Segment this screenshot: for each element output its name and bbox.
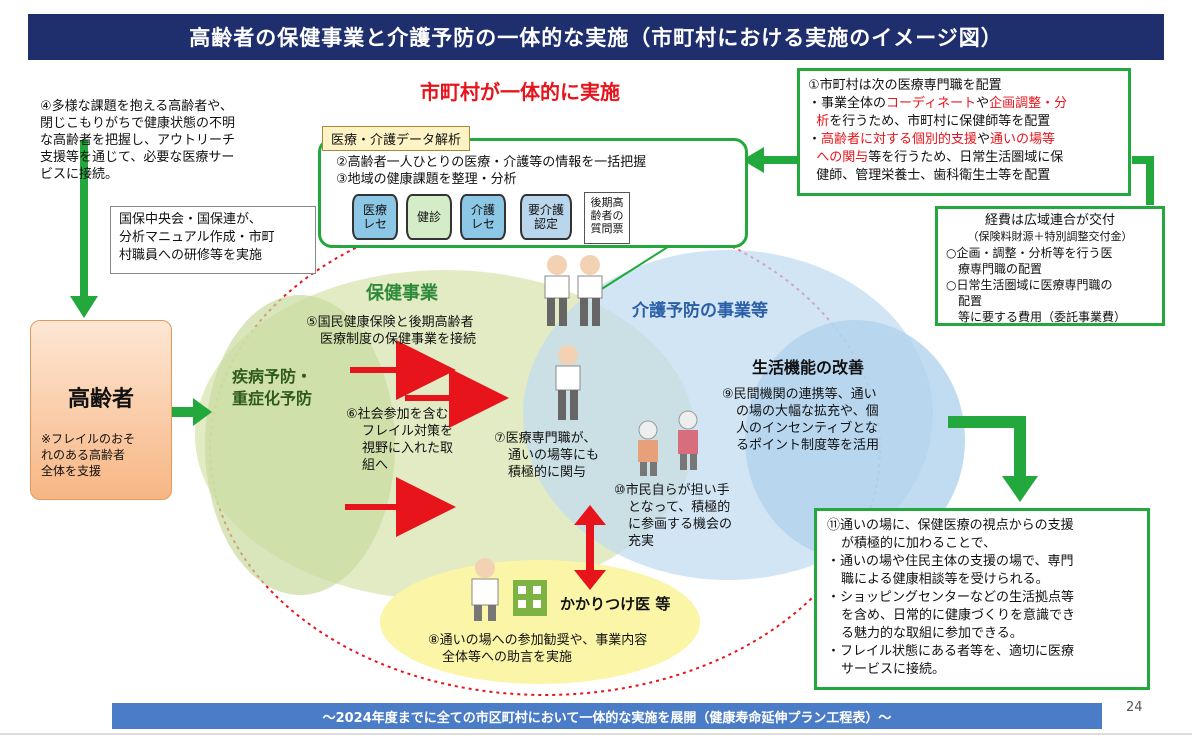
- analysis-item-2: ②高齢者一人ひとりの医療・介護等の情報を一括把握: [336, 155, 647, 170]
- elderly-note: ※フレイルのおそれのある高齢者全体を支援: [41, 432, 136, 478]
- note-8: ⑧通いの場への参加勧奨や、事業内容全体等への助言を実施: [428, 633, 648, 665]
- page-number: 24: [1126, 700, 1143, 715]
- bottom-divider: [0, 733, 1192, 735]
- life-function-title: 生活機能の改善: [752, 358, 865, 377]
- national-note-box: 国保中央会・国保連が、分析マニュアル作成・市町村職員への研修等を実施: [110, 206, 316, 274]
- page-title: 高齢者の保健事業と介護予防の一体的な実施（市町村における実施のイメージ図）: [28, 14, 1164, 60]
- family-doctor-label: かかりつけ医 等: [560, 595, 671, 613]
- note-10: ⑩市民自らが担い手となって、積極的に参画する機会の充実: [614, 483, 733, 549]
- cylinder-medical-receipt: 医療 レセ: [352, 194, 398, 240]
- health-program-label: 保健事業: [366, 283, 438, 304]
- note-1-box: ①市町村は次の医療専門職を配置 ・事業全体のコーディネートや企画調整・分 析を行…: [797, 68, 1131, 196]
- note-7: ⑦医療専門職が、通いの場等にも積極的に関与: [494, 431, 600, 480]
- note-5: ⑤国民健康保険と後期高齢者医療制度の保健事業を接続: [306, 315, 477, 347]
- arrow-elderly-right: [193, 398, 212, 426]
- cylinder-checkup: 健診: [406, 194, 452, 240]
- cylinder-care-receipt: 介護 レセ: [460, 194, 506, 240]
- note-9: ⑨民間機関の連携等、通いの場の大幅な拡充や、個人のインセンティブとなるポイント制…: [722, 387, 880, 453]
- funding-box: 経費は広域連合が交付 （保険料財源＋特別調整交付金） ○企画・調整・分析等を行う…: [935, 206, 1165, 326]
- note-6: ⑥社会参加を含むフレイル対策を視野に入れた取組へ: [346, 407, 454, 473]
- questionnaire-doc: 後期高 齢者の 質問票: [584, 192, 630, 244]
- elderly-box: 高齢者 ※フレイルのおそれのある高齢者全体を支援: [30, 320, 172, 500]
- note-11-box: ⑪通いの場に、保健医療の視点からの支援 が積極的に加わることで、 ・通いの場や住…: [814, 508, 1150, 690]
- clinic-building-icon: [513, 580, 547, 616]
- elderly-walkers-icon: [638, 410, 698, 476]
- disease-prevention-area: [205, 295, 395, 595]
- elderly-label: 高齢者: [67, 387, 134, 412]
- center-heading: 市町村が一体的に実施: [420, 80, 620, 104]
- health-staff-icon-center: [555, 345, 581, 420]
- data-analysis-tag: 医療・介護データ解析: [322, 126, 471, 151]
- arrow-note1-left: [742, 147, 764, 173]
- cylinder-care-certification: 要介護 認定: [520, 194, 572, 240]
- care-prevention-label: 介護予防の事業等: [632, 301, 768, 321]
- arrow-funding: [1132, 156, 1154, 205]
- note-4: ④多様な課題を抱える高齢者や、閉じこもりがちで健康状態の不明な高齢者を把握し、ア…: [40, 99, 236, 182]
- footer-banner: ～2024年度までに全ての市区町村において一体的な実施を展開（健康寿命延伸プラン…: [112, 703, 1102, 729]
- doctor-icon: [471, 558, 499, 621]
- life-function-area: [745, 320, 965, 560]
- family-doctor-area: [380, 560, 700, 684]
- arrow-to-note11: [948, 416, 1026, 480]
- health-staff-icon: [544, 255, 603, 326]
- analysis-item-3: ③地域の健康課題を整理・分析: [336, 172, 517, 187]
- disease-prevention-label: 疾病予防・重症化予防: [232, 367, 313, 408]
